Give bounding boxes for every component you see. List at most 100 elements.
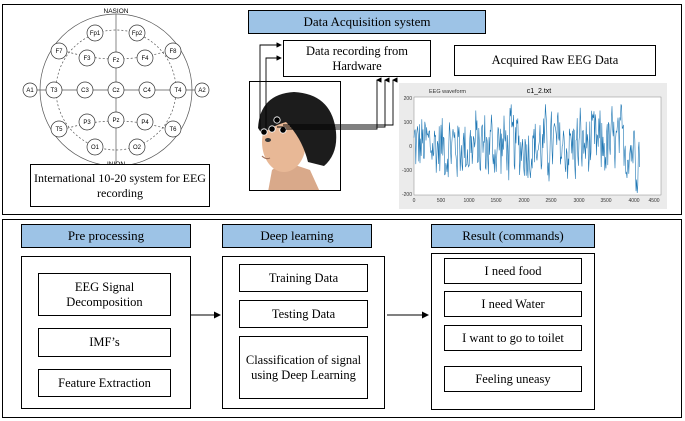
command-food-box: I need food — [444, 258, 582, 284]
flow-arrows — [191, 311, 429, 319]
y-tick-minus100: -100 — [402, 168, 412, 174]
x-tick-0: 0 — [413, 198, 416, 204]
x-tick-3500: 3500 — [600, 198, 611, 204]
p4-label: P4 — [141, 120, 149, 126]
system-label: International 10-20 system for EEG recor… — [34, 171, 206, 200]
t5-label: T5 — [55, 127, 63, 133]
command-water-label: I need Water — [481, 296, 545, 311]
nasion-label: NASION — [104, 8, 129, 15]
electrode-f7 — [50, 42, 68, 60]
electrode-t6 — [164, 120, 182, 138]
eeg-waveform-chart: EEG waveform c1_2.txt 200 100 0 -100 -20… — [402, 88, 662, 204]
result-header: Result (commands) — [431, 224, 595, 248]
testing-data-label: Testing Data — [271, 306, 336, 321]
imf-box: IMF’s — [38, 328, 171, 357]
electrode-o2 — [128, 138, 146, 156]
preprocessing-title: Pre processing — [67, 228, 145, 243]
classification-label: Classification of signal using Deep Lear… — [245, 352, 362, 382]
electrode-p4 — [136, 113, 154, 131]
x-tick-3000: 3000 — [573, 198, 584, 204]
electrode-c4 — [138, 81, 156, 99]
electrode-p3 — [78, 113, 96, 131]
fp2-label: Fp2 — [132, 31, 143, 37]
electrode-pz — [107, 111, 125, 129]
f4-label: F4 — [141, 56, 149, 62]
bottom-section — [2, 219, 682, 418]
electrode-diagram: NASION INION Fp1 Fp2 F7 F3 Fz F4 F8 A1 T… — [22, 8, 210, 168]
recording-box: Data recording from Hardware — [283, 40, 431, 77]
recording-label: Data recording from Hardware — [305, 43, 409, 73]
a2-label: A2 — [198, 88, 206, 94]
x-tick-2500: 2500 — [545, 198, 556, 204]
electrode-a2 — [194, 82, 210, 98]
fp1-label: Fp1 — [90, 31, 101, 37]
command-toilet-label: I want to go to toilet — [462, 330, 564, 345]
y-tick-minus200: -200 — [402, 192, 412, 198]
p3-label: P3 — [83, 120, 91, 126]
top-section — [2, 4, 682, 215]
f7-label: F7 — [55, 49, 63, 55]
electrode-fz — [107, 51, 125, 69]
electrode-cz — [107, 81, 125, 99]
decomposition-label: EEG Signal Decomposition — [66, 279, 143, 309]
x-tick-1000: 1000 — [463, 198, 474, 204]
imf-label: IMF’s — [89, 335, 120, 349]
system-label-box: International 10-20 system for EEG recor… — [30, 164, 210, 207]
electrode-fp1 — [86, 24, 104, 42]
acquisition-title: Data Acquisition system — [303, 14, 431, 29]
photo-frame — [249, 81, 341, 191]
x-tick-4500: 4500 — [648, 198, 659, 204]
deep-learning-header: Deep learning — [222, 224, 372, 248]
electrode-o1 — [86, 138, 104, 156]
x-tick-500: 500 — [437, 198, 446, 204]
decomposition-box: EEG Signal Decomposition — [38, 273, 171, 316]
deep-learning-title: Deep learning — [260, 228, 334, 243]
training-data-label: Training Data — [268, 270, 339, 285]
x-tick-2000: 2000 — [518, 198, 529, 204]
x-tick-4000: 4000 — [628, 198, 639, 204]
t6-label: T6 — [169, 127, 177, 133]
command-water-box: I need Water — [444, 291, 582, 317]
o2-label: O2 — [133, 145, 142, 151]
fz-label: Fz — [113, 58, 120, 64]
a1-label: A1 — [26, 88, 34, 94]
x-tick-1500: 1500 — [490, 198, 501, 204]
acquisition-header: Data Acquisition system — [248, 10, 486, 34]
electrode-t4 — [169, 81, 187, 99]
classification-box: Classification of signal using Deep Lear… — [239, 336, 368, 399]
waveform-title: c1_2.txt — [527, 88, 552, 95]
c4-label: C4 — [143, 88, 151, 94]
feature-extraction-label: Feature Extraction — [58, 375, 151, 390]
electrode-f8 — [164, 42, 182, 60]
t4-label: T4 — [174, 88, 182, 94]
training-data-box: Training Data — [239, 264, 368, 292]
wire-arrows — [259, 42, 398, 130]
command-uneasy-box: Feeling uneasy — [444, 366, 582, 392]
waveform-left-title: EEG waveform — [429, 89, 466, 95]
command-toilet-box: I want to go to toilet — [444, 325, 582, 351]
raw-data-box: Acquired Raw EEG Data — [454, 45, 656, 76]
result-panel — [431, 253, 595, 410]
preprocessing-header: Pre processing — [21, 224, 191, 248]
result-title: Result (commands) — [462, 228, 564, 243]
feature-extraction-box: Feature Extraction — [38, 369, 171, 397]
electrode-fp2 — [128, 24, 146, 42]
electrode-c3 — [76, 81, 94, 99]
pz-label: Pz — [112, 118, 119, 124]
command-uneasy-label: Feeling uneasy — [475, 371, 551, 386]
electrode-a1 — [22, 82, 38, 98]
eeg-trace — [413, 104, 640, 194]
testing-data-box: Testing Data — [239, 300, 368, 328]
cz-label: Cz — [112, 88, 119, 94]
electrode-t5 — [50, 120, 68, 138]
command-food-label: I need food — [484, 263, 542, 278]
f3-label: F3 — [83, 56, 91, 62]
electrode-t3 — [45, 81, 63, 99]
deep-learning-panel — [222, 256, 385, 409]
o1-label: O1 — [91, 145, 100, 151]
c3-label: C3 — [81, 88, 89, 94]
raw-data-label: Acquired Raw EEG Data — [491, 53, 619, 67]
f8-label: F8 — [169, 49, 177, 55]
t3-label: T3 — [50, 88, 58, 94]
preprocessing-panel — [21, 256, 191, 409]
